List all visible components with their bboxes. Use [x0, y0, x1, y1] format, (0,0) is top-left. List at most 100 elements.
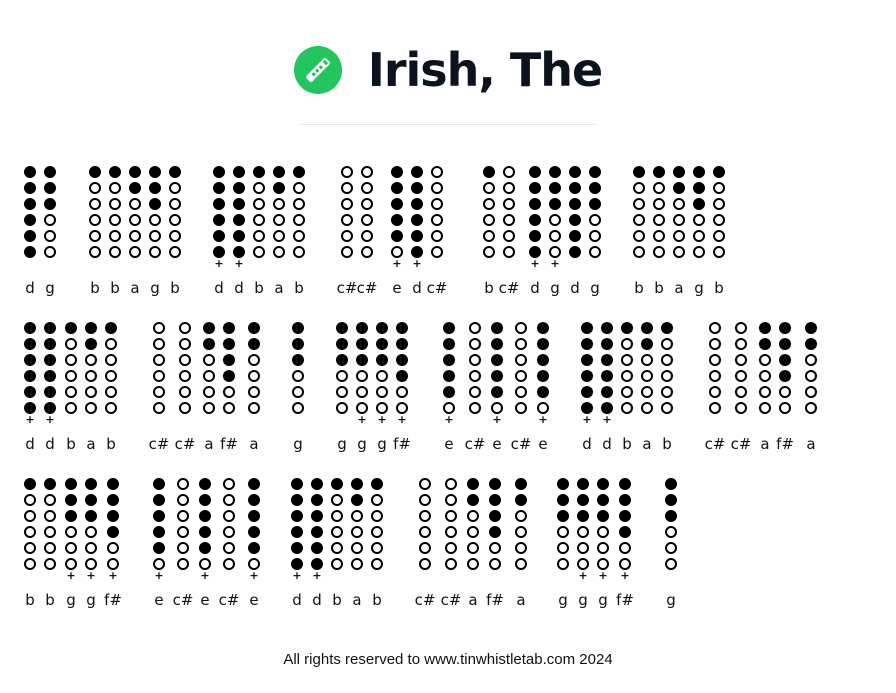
closed-hole-icon — [44, 182, 56, 194]
note-label: b — [332, 591, 342, 609]
closed-hole-icon — [577, 494, 589, 506]
closed-hole-icon — [213, 246, 225, 258]
closed-hole-icon — [391, 166, 403, 178]
closed-hole-icon — [233, 182, 245, 194]
closed-hole-icon — [291, 526, 303, 538]
closed-hole-icon — [311, 494, 323, 506]
octave-plus-icon: + — [377, 413, 387, 426]
note-label: d — [582, 435, 592, 453]
note-label: d — [25, 435, 35, 453]
closed-hole-icon — [107, 478, 119, 490]
open-hole-icon — [24, 542, 36, 554]
note-label: e — [492, 435, 502, 453]
closed-hole-icon — [253, 166, 265, 178]
note-label: c# — [498, 279, 520, 297]
octave-plus-icon: + — [154, 569, 164, 582]
closed-hole-icon — [248, 478, 260, 490]
closed-hole-icon — [515, 494, 527, 506]
closed-hole-icon — [779, 370, 791, 382]
open-hole-icon — [469, 370, 481, 382]
open-hole-icon — [273, 214, 285, 226]
open-hole-icon — [89, 214, 101, 226]
closed-hole-icon — [169, 166, 181, 178]
open-hole-icon — [713, 214, 725, 226]
note-label: g — [377, 435, 387, 453]
closed-hole-icon — [65, 478, 77, 490]
open-hole-icon — [445, 542, 457, 554]
open-hole-icon — [89, 182, 101, 194]
open-hole-icon — [431, 246, 443, 258]
open-hole-icon — [149, 230, 161, 242]
tin-whistle-icon — [293, 46, 342, 94]
note-label: b — [634, 279, 644, 297]
closed-hole-icon — [199, 510, 211, 522]
octave-plus-icon: + — [66, 569, 76, 582]
open-hole-icon — [621, 370, 633, 382]
closed-hole-icon — [569, 166, 581, 178]
closed-hole-icon — [44, 386, 56, 398]
open-hole-icon — [361, 214, 373, 226]
open-hole-icon — [621, 402, 633, 414]
open-hole-icon — [169, 214, 181, 226]
open-hole-icon — [44, 526, 56, 538]
open-hole-icon — [621, 338, 633, 350]
open-hole-icon — [597, 542, 609, 554]
closed-hole-icon — [199, 542, 211, 554]
note-label: b — [372, 591, 382, 609]
closed-hole-icon — [759, 322, 771, 334]
closed-hole-icon — [24, 230, 36, 242]
open-hole-icon — [253, 214, 265, 226]
note-label: a — [516, 591, 526, 609]
open-hole-icon — [619, 558, 631, 570]
open-hole-icon — [44, 558, 56, 570]
open-hole-icon — [293, 230, 305, 242]
closed-hole-icon — [356, 354, 368, 366]
closed-hole-icon — [233, 230, 245, 242]
open-hole-icon — [371, 542, 383, 554]
closed-hole-icon — [467, 494, 479, 506]
open-hole-icon — [169, 182, 181, 194]
open-hole-icon — [292, 386, 304, 398]
closed-hole-icon — [153, 526, 165, 538]
closed-hole-icon — [203, 338, 215, 350]
open-hole-icon — [491, 402, 503, 414]
open-hole-icon — [641, 386, 653, 398]
open-hole-icon — [351, 510, 363, 522]
open-hole-icon — [443, 402, 455, 414]
closed-hole-icon — [759, 338, 771, 350]
closed-hole-icon — [223, 338, 235, 350]
closed-hole-icon — [489, 494, 501, 506]
octave-plus-icon: + — [234, 257, 244, 270]
open-hole-icon — [153, 322, 165, 334]
closed-hole-icon — [529, 166, 541, 178]
closed-hole-icon — [292, 322, 304, 334]
closed-hole-icon — [291, 542, 303, 554]
open-hole-icon — [85, 558, 97, 570]
closed-hole-icon — [89, 166, 101, 178]
open-hole-icon — [759, 386, 771, 398]
open-hole-icon — [293, 198, 305, 210]
note-label: e — [538, 435, 548, 453]
open-hole-icon — [351, 558, 363, 570]
open-hole-icon — [503, 246, 515, 258]
closed-hole-icon — [213, 182, 225, 194]
open-hole-icon — [515, 354, 527, 366]
closed-hole-icon — [641, 322, 653, 334]
note-label: a — [204, 435, 214, 453]
open-hole-icon — [641, 402, 653, 414]
closed-hole-icon — [153, 542, 165, 554]
closed-hole-icon — [153, 510, 165, 522]
closed-hole-icon — [24, 198, 36, 210]
open-hole-icon — [735, 338, 747, 350]
open-hole-icon — [515, 386, 527, 398]
open-hole-icon — [489, 542, 501, 554]
note-label: c# — [464, 435, 486, 453]
note-label: b — [294, 279, 304, 297]
open-hole-icon — [24, 510, 36, 522]
open-hole-icon — [107, 542, 119, 554]
closed-hole-icon — [199, 526, 211, 538]
open-hole-icon — [577, 558, 589, 570]
open-hole-icon — [371, 510, 383, 522]
note-label: d — [214, 279, 224, 297]
note-label: a — [249, 435, 259, 453]
